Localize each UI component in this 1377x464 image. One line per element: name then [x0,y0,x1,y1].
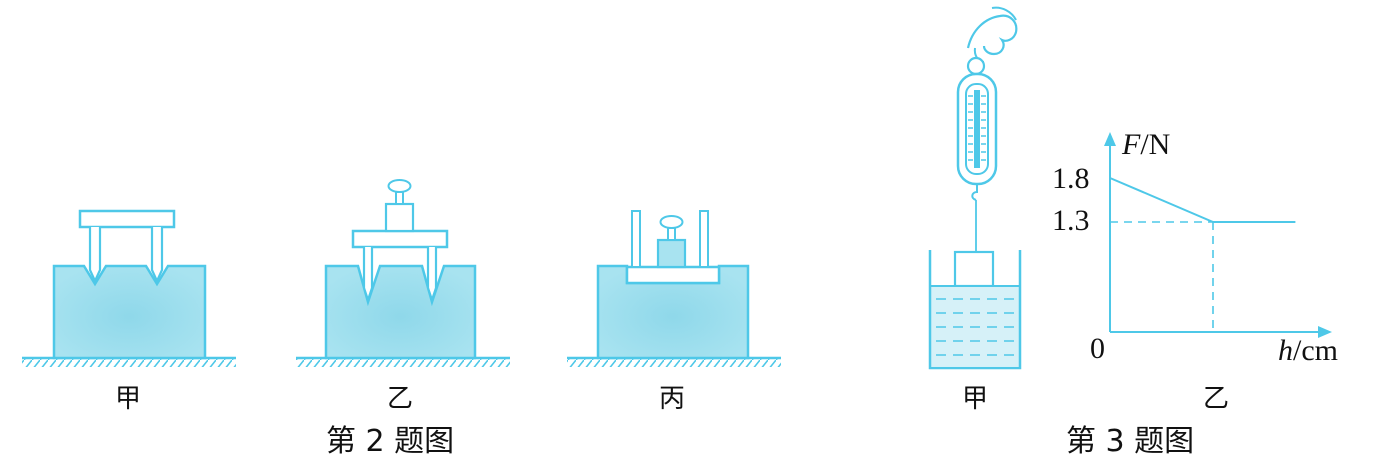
hand-icon [966,14,1018,56]
fig2-panel-yi [296,179,510,367]
x-axis-var: h [1278,334,1293,367]
fig3-label-yi: 乙 [1203,384,1230,414]
sponge-block [52,264,207,360]
x-axis-label: h/cm [1278,334,1338,368]
fig2-panel-bing [567,210,781,367]
fig2-label-jia: 甲 [115,384,142,414]
y-axis-unit: /N [1140,128,1171,161]
origin-label: 0 [1090,332,1105,365]
weight [656,238,687,269]
y-axis-label: F/N [1122,128,1170,162]
beaker [928,250,1022,370]
sponge-block [324,264,477,360]
small-table-top [78,209,176,229]
y-tick-1-8: 1.8 [1052,162,1090,195]
fig3-label-jia: 甲 [962,384,989,414]
fig2-label-yi: 乙 [387,384,414,414]
x-axis-unit: /cm [1293,334,1338,367]
fig3-caption: 第 3 题图 [1066,424,1195,459]
fig2-caption: 第 2 题图 [326,424,455,459]
metal-block [953,250,995,288]
fig3-panel-jia [928,6,1022,370]
fig2-label-bing: 丙 [659,384,686,414]
fig2-panel-jia [22,209,236,367]
small-table-top [351,229,449,249]
y-axis-var: F [1122,128,1141,161]
small-table-top-inverted [625,265,721,285]
series-line [1109,177,1296,223]
fig3-graph [1104,132,1332,338]
weight [384,202,415,233]
y-tick-1-3: 1.3 [1052,204,1090,237]
